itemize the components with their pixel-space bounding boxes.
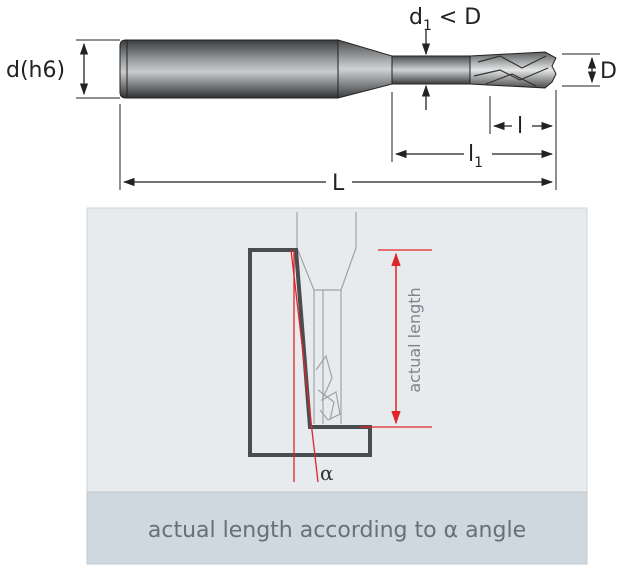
detail-tool bbox=[296, 212, 357, 424]
tool-drawing: d(h6) d1 < D D l l1 L bbox=[6, 5, 617, 196]
caption-bar bbox=[86, 491, 588, 565]
tool-flutes bbox=[469, 51, 557, 89]
tool-shank bbox=[119, 39, 339, 99]
caption-text: actual length according to α angle bbox=[148, 518, 526, 543]
tool-taper bbox=[337, 39, 393, 99]
workpiece-outline bbox=[248, 248, 372, 457]
detail-panel: actual length according to α angle α act… bbox=[86, 207, 588, 565]
flute-length-label: l bbox=[517, 114, 523, 139]
end-mill-tool bbox=[119, 39, 557, 99]
overall-length-label: L bbox=[332, 171, 345, 196]
angle-alpha-label: α bbox=[320, 461, 334, 485]
panel-background bbox=[86, 207, 588, 493]
reach-length-label: l1 bbox=[468, 142, 483, 171]
shank-diameter-label: d(h6) bbox=[6, 58, 65, 83]
flute-helix-3 bbox=[485, 73, 537, 87]
actual-length-label: actual length bbox=[405, 287, 424, 392]
angled-wall-line bbox=[290, 249, 319, 483]
cutting-diameter-label: D bbox=[600, 59, 617, 84]
neck-diameter-label: d1 < D bbox=[409, 5, 481, 34]
tool-neck bbox=[391, 55, 471, 85]
flute-helix-1 bbox=[477, 55, 547, 69]
